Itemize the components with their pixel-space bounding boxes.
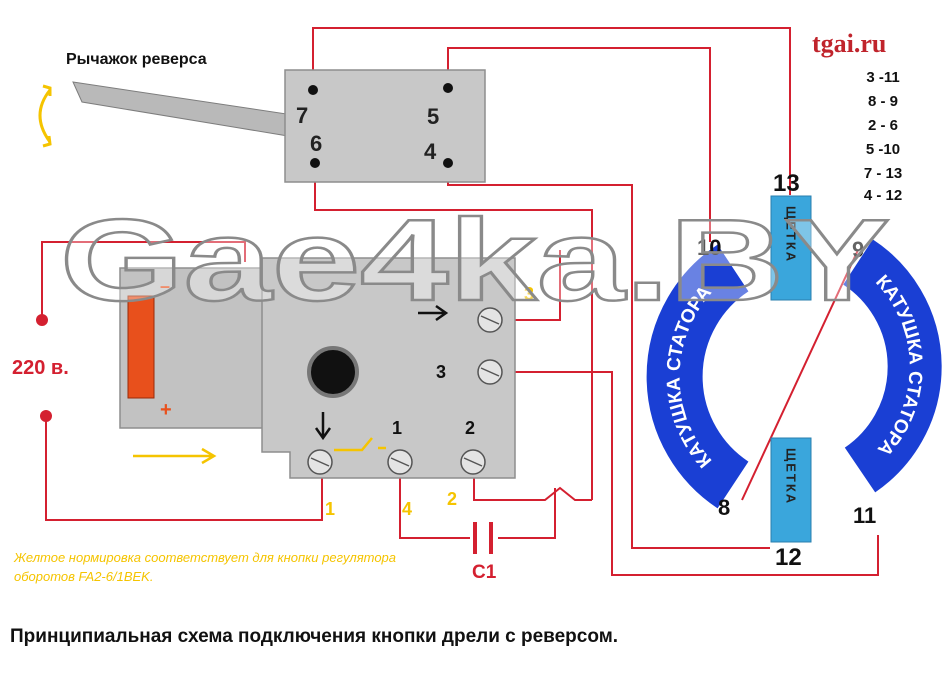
arrow-right-icon xyxy=(418,304,449,322)
capacitor-c1: C1 xyxy=(472,522,497,583)
pin-4-dot xyxy=(443,158,453,168)
brush-top xyxy=(770,195,812,301)
connection-item: 3 -11 xyxy=(866,69,899,86)
mains-voltage-label: 220 в. xyxy=(12,357,69,379)
stator-coils: КАТУШКА СТАТОРА КАТУШКА СТАТОРА xyxy=(646,239,942,509)
stator-coil-right xyxy=(842,239,942,493)
stator-pin-9: 9 xyxy=(852,237,864,262)
terminal-1-label: 1 xyxy=(392,418,402,438)
minus-sign: – xyxy=(160,276,170,296)
wire-label-4: 4 xyxy=(402,499,412,519)
lever-rotation-arrow xyxy=(38,84,52,148)
connection-item: 2 - 6 xyxy=(868,117,898,134)
speed-control-button: – + 3 1 2 xyxy=(119,257,516,479)
control-knob xyxy=(307,346,359,398)
stator-pin-10: 10 xyxy=(697,235,721,260)
brush-pin-12: 12 xyxy=(775,544,802,571)
terminal-2-label: 2 xyxy=(465,418,475,438)
arrow-down-icon xyxy=(314,412,332,441)
wire-label-3: 3 xyxy=(524,284,534,304)
reverse-lever xyxy=(72,81,301,139)
brushes: ЩЕТКА ЩЕТКА xyxy=(770,195,812,543)
wire-label-2: 2 xyxy=(447,489,457,509)
connection-item: 5 -10 xyxy=(866,141,900,158)
brush-bottom xyxy=(770,437,812,543)
internal-switch-yellow xyxy=(334,437,386,452)
wire-3-11 xyxy=(510,371,879,576)
brush-bottom-label: ЩЕТКА xyxy=(784,448,799,505)
trigger-plate xyxy=(127,295,155,399)
terminal-3-label: 3 xyxy=(436,362,446,382)
reverse-switch: 7 6 5 4 xyxy=(72,69,486,183)
brush-pin-13: 13 xyxy=(773,170,800,197)
wire-3-top xyxy=(510,250,561,321)
diagram-caption: Принципиальная схема подключения кнопки … xyxy=(10,626,619,647)
wire-4-c1 xyxy=(399,475,470,539)
pin-5-label: 5 xyxy=(427,104,439,129)
plus-sign: + xyxy=(160,399,172,421)
capacitor-label: C1 xyxy=(472,562,497,583)
lever-label: Рычажок реверса xyxy=(66,51,207,68)
wire-7-13 xyxy=(312,27,791,195)
pin-6-dot xyxy=(310,158,320,168)
wire-label-1: 1 xyxy=(325,499,335,519)
wire-6-2 xyxy=(314,160,593,500)
wire-5-10 xyxy=(447,47,711,242)
stator-pin-11: 11 xyxy=(853,503,876,528)
yellow-note: Желтое нормировка соответствует для кноп… xyxy=(14,550,397,584)
site-name: tgai.ru xyxy=(812,29,886,58)
connection-list: 3 -11 8 - 9 2 - 6 5 -10 7 - 13 4 - 12 xyxy=(864,69,902,204)
pin-7-dot xyxy=(308,85,318,95)
pin-4-label: 4 xyxy=(424,139,437,164)
connection-item: 7 - 13 xyxy=(864,165,902,182)
wire-8-9 xyxy=(741,249,859,501)
wire-mains-top xyxy=(41,241,246,320)
stator-pin-8: 8 xyxy=(718,495,730,520)
wire-2-c1 xyxy=(473,475,592,539)
pin-6-label: 6 xyxy=(310,131,322,156)
stator-coil-left xyxy=(646,244,750,509)
connection-item: 4 - 12 xyxy=(864,187,902,204)
watermark: Gae4ka.BY xyxy=(60,195,890,325)
wire-mains-bottom xyxy=(45,418,323,521)
pin-7-label: 7 xyxy=(296,103,308,128)
mains-terminal-top xyxy=(36,314,48,326)
connection-item: 8 - 9 xyxy=(868,93,898,110)
direction-arrow-yellow xyxy=(133,447,217,465)
brush-top-label: ЩЕТКА xyxy=(784,206,799,263)
button-main-block xyxy=(261,257,516,479)
pin-5-dot xyxy=(443,83,453,93)
mains-terminal-bottom xyxy=(40,410,52,422)
